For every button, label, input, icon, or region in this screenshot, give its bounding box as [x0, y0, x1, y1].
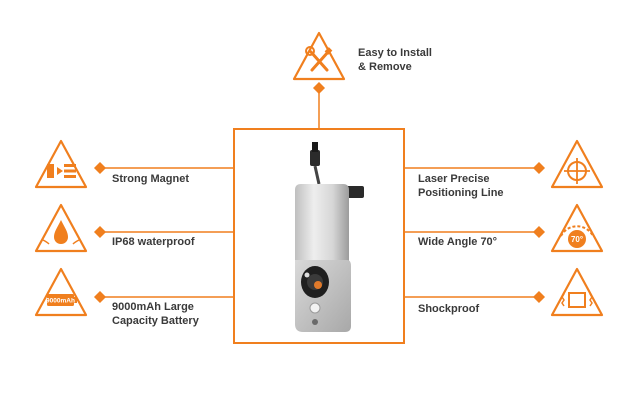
- feature-label-waterproof: IP68 waterproof: [112, 235, 195, 249]
- wide-angle-icon: 70°: [550, 203, 604, 253]
- connector-dot-laser: [532, 161, 546, 175]
- feature-magnet-line1: Strong Magnet: [112, 173, 189, 185]
- feature-label-battery: 9000mAh Large Capacity Battery: [112, 300, 199, 328]
- connector-dot-shockproof: [532, 290, 546, 304]
- feature-waterproof-line1: IP68 waterproof: [112, 236, 195, 248]
- product-frame: [233, 128, 405, 344]
- wide-angle-icon-text: 70°: [571, 235, 583, 244]
- feature-label-wide-angle: Wide Angle 70°: [418, 235, 497, 249]
- tools-icon: [292, 31, 346, 81]
- feature-battery-line1: 9000mAh Large: [112, 301, 194, 313]
- crosshair-icon: [550, 139, 604, 189]
- connector-dot-battery: [93, 290, 107, 304]
- feature-laser-line2: Positioning Line: [418, 187, 504, 199]
- feature-label-install: Easy to Install & Remove: [358, 46, 432, 74]
- feature-label-shockproof: Shockproof: [418, 302, 479, 316]
- feature-shockproof-line1: Shockproof: [418, 303, 480, 315]
- battery-icon-text: 9000mAh: [46, 298, 75, 305]
- feature-label-magnet: Strong Magnet: [112, 172, 189, 186]
- feature-wide-angle-line1: Wide Angle 70°: [418, 236, 498, 248]
- connector-dot-waterproof: [93, 225, 107, 239]
- camera-device-image: [295, 142, 364, 332]
- feature-install-line1: Easy to Install: [358, 47, 432, 59]
- feature-label-laser: Laser Precise Positioning Line: [418, 172, 504, 200]
- connector-dot-install: [312, 81, 326, 95]
- magnet-icon: [34, 139, 88, 189]
- feature-laser-line1: Laser Precise: [418, 173, 490, 185]
- water-drop-icon: [34, 203, 88, 253]
- feature-install-line2: & Remove: [358, 61, 412, 73]
- battery-icon: 9000mAh: [34, 267, 88, 317]
- feature-battery-line2: Capacity Battery: [112, 315, 199, 327]
- connector-dot-magnet: [93, 161, 107, 175]
- connector-dot-wide-angle: [532, 225, 546, 239]
- shockproof-icon: [550, 267, 604, 317]
